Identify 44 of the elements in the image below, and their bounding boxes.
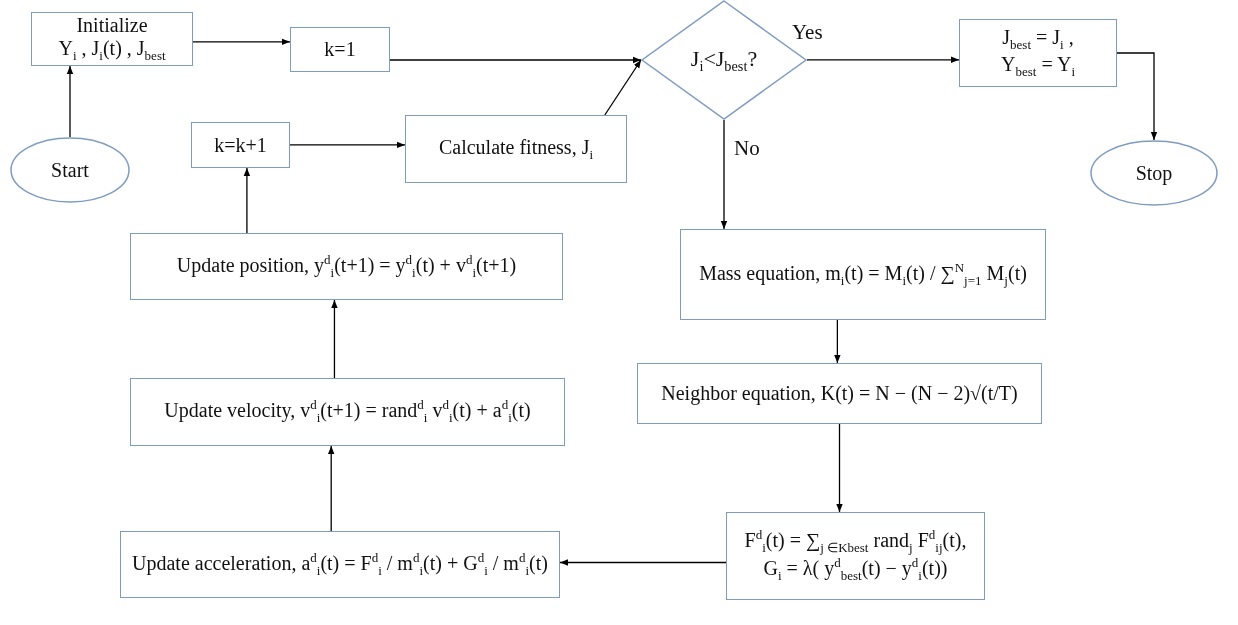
arrow [834, 319, 841, 364]
node-text: k=k+1 [214, 133, 267, 157]
node-text: Y$_{i}$ , J$_{i}$(t) , J$_{best}$ [58, 37, 166, 64]
node-text: Update velocity, v$^{d}$$_{i}$(t+1) = rand$^{d}$$_{i}$ v$^{d}$$_{i}$(t) + a$^{d}$$_{i}$(t) [164, 398, 531, 426]
arrow [243, 167, 251, 234]
arrow [1116, 52, 1158, 141]
node-text: Neighbor equation, K(t) = N − (N − 2)√(t/T) [661, 382, 1018, 405]
node-text: J$_{i}$<J$_{best}$? [690, 45, 758, 75]
process-box [120, 531, 560, 598]
process-box [405, 115, 627, 183]
arrow [66, 65, 74, 138]
box-heading: Initialize [76, 14, 148, 38]
node-text: Update position, y$^{d}$$_{i}$(t+1) = y$^{d}$$_{i}$(t) + v$^{d}$$_{i}$(t+1) [176, 252, 517, 281]
process-box [130, 378, 565, 446]
node-text: Mass equation, m$_{i}$(t) = M$_{i}$(t) / ∑$^{N}$$_{j=1}$ M$_{j}$(t) [699, 260, 1027, 289]
terminal-ellipse [1090, 140, 1218, 206]
process-box [31, 12, 193, 66]
node-text: k=1 [324, 38, 356, 61]
arrow [836, 423, 843, 513]
arrow [604, 59, 642, 116]
arrow [720, 119, 728, 230]
process-box [680, 229, 1046, 320]
node-text: G$_{i}$ = λ( y$^{d}$$_{best}$(t) − y$^{d}$$_{i}$(t)) [763, 556, 948, 584]
arrow [389, 56, 642, 64]
terminal-ellipse [10, 137, 130, 203]
process-box [959, 19, 1117, 87]
arrow [289, 141, 406, 149]
arrow [806, 56, 960, 63]
arrow [328, 445, 335, 532]
arrow [331, 299, 338, 379]
process-box [191, 122, 290, 168]
node-text: F$^{d}$$_{i}$(t) = ∑$_{j ∈Kbest}$ rand$_{j}$ F$^{d}$$_{ij}$(t), [744, 528, 967, 556]
node-text: J$_{best}$ = J$_{i}$ , [1002, 26, 1074, 53]
arrow [559, 559, 727, 566]
node-text: Calculate fitness, J$_{i}$ [438, 135, 594, 163]
node-text: Start [51, 158, 89, 182]
node-text: Y$_{best}$ = Y$_{i}$ [1001, 53, 1075, 80]
process-box [726, 512, 985, 600]
node-text: Stop [1135, 161, 1173, 185]
arrow [192, 38, 291, 46]
process-box [130, 233, 563, 300]
node-text: Update acceleration, a$^{d}$$_{i}$(t) = F$^{d}$$_{i}$ / m$^{d}$$_{i}$(t) + G$^{d}$$_{i}$ / m$^{d}$$_{i}$(t) [132, 550, 548, 579]
process-box [637, 363, 1042, 424]
process-box [290, 27, 390, 72]
